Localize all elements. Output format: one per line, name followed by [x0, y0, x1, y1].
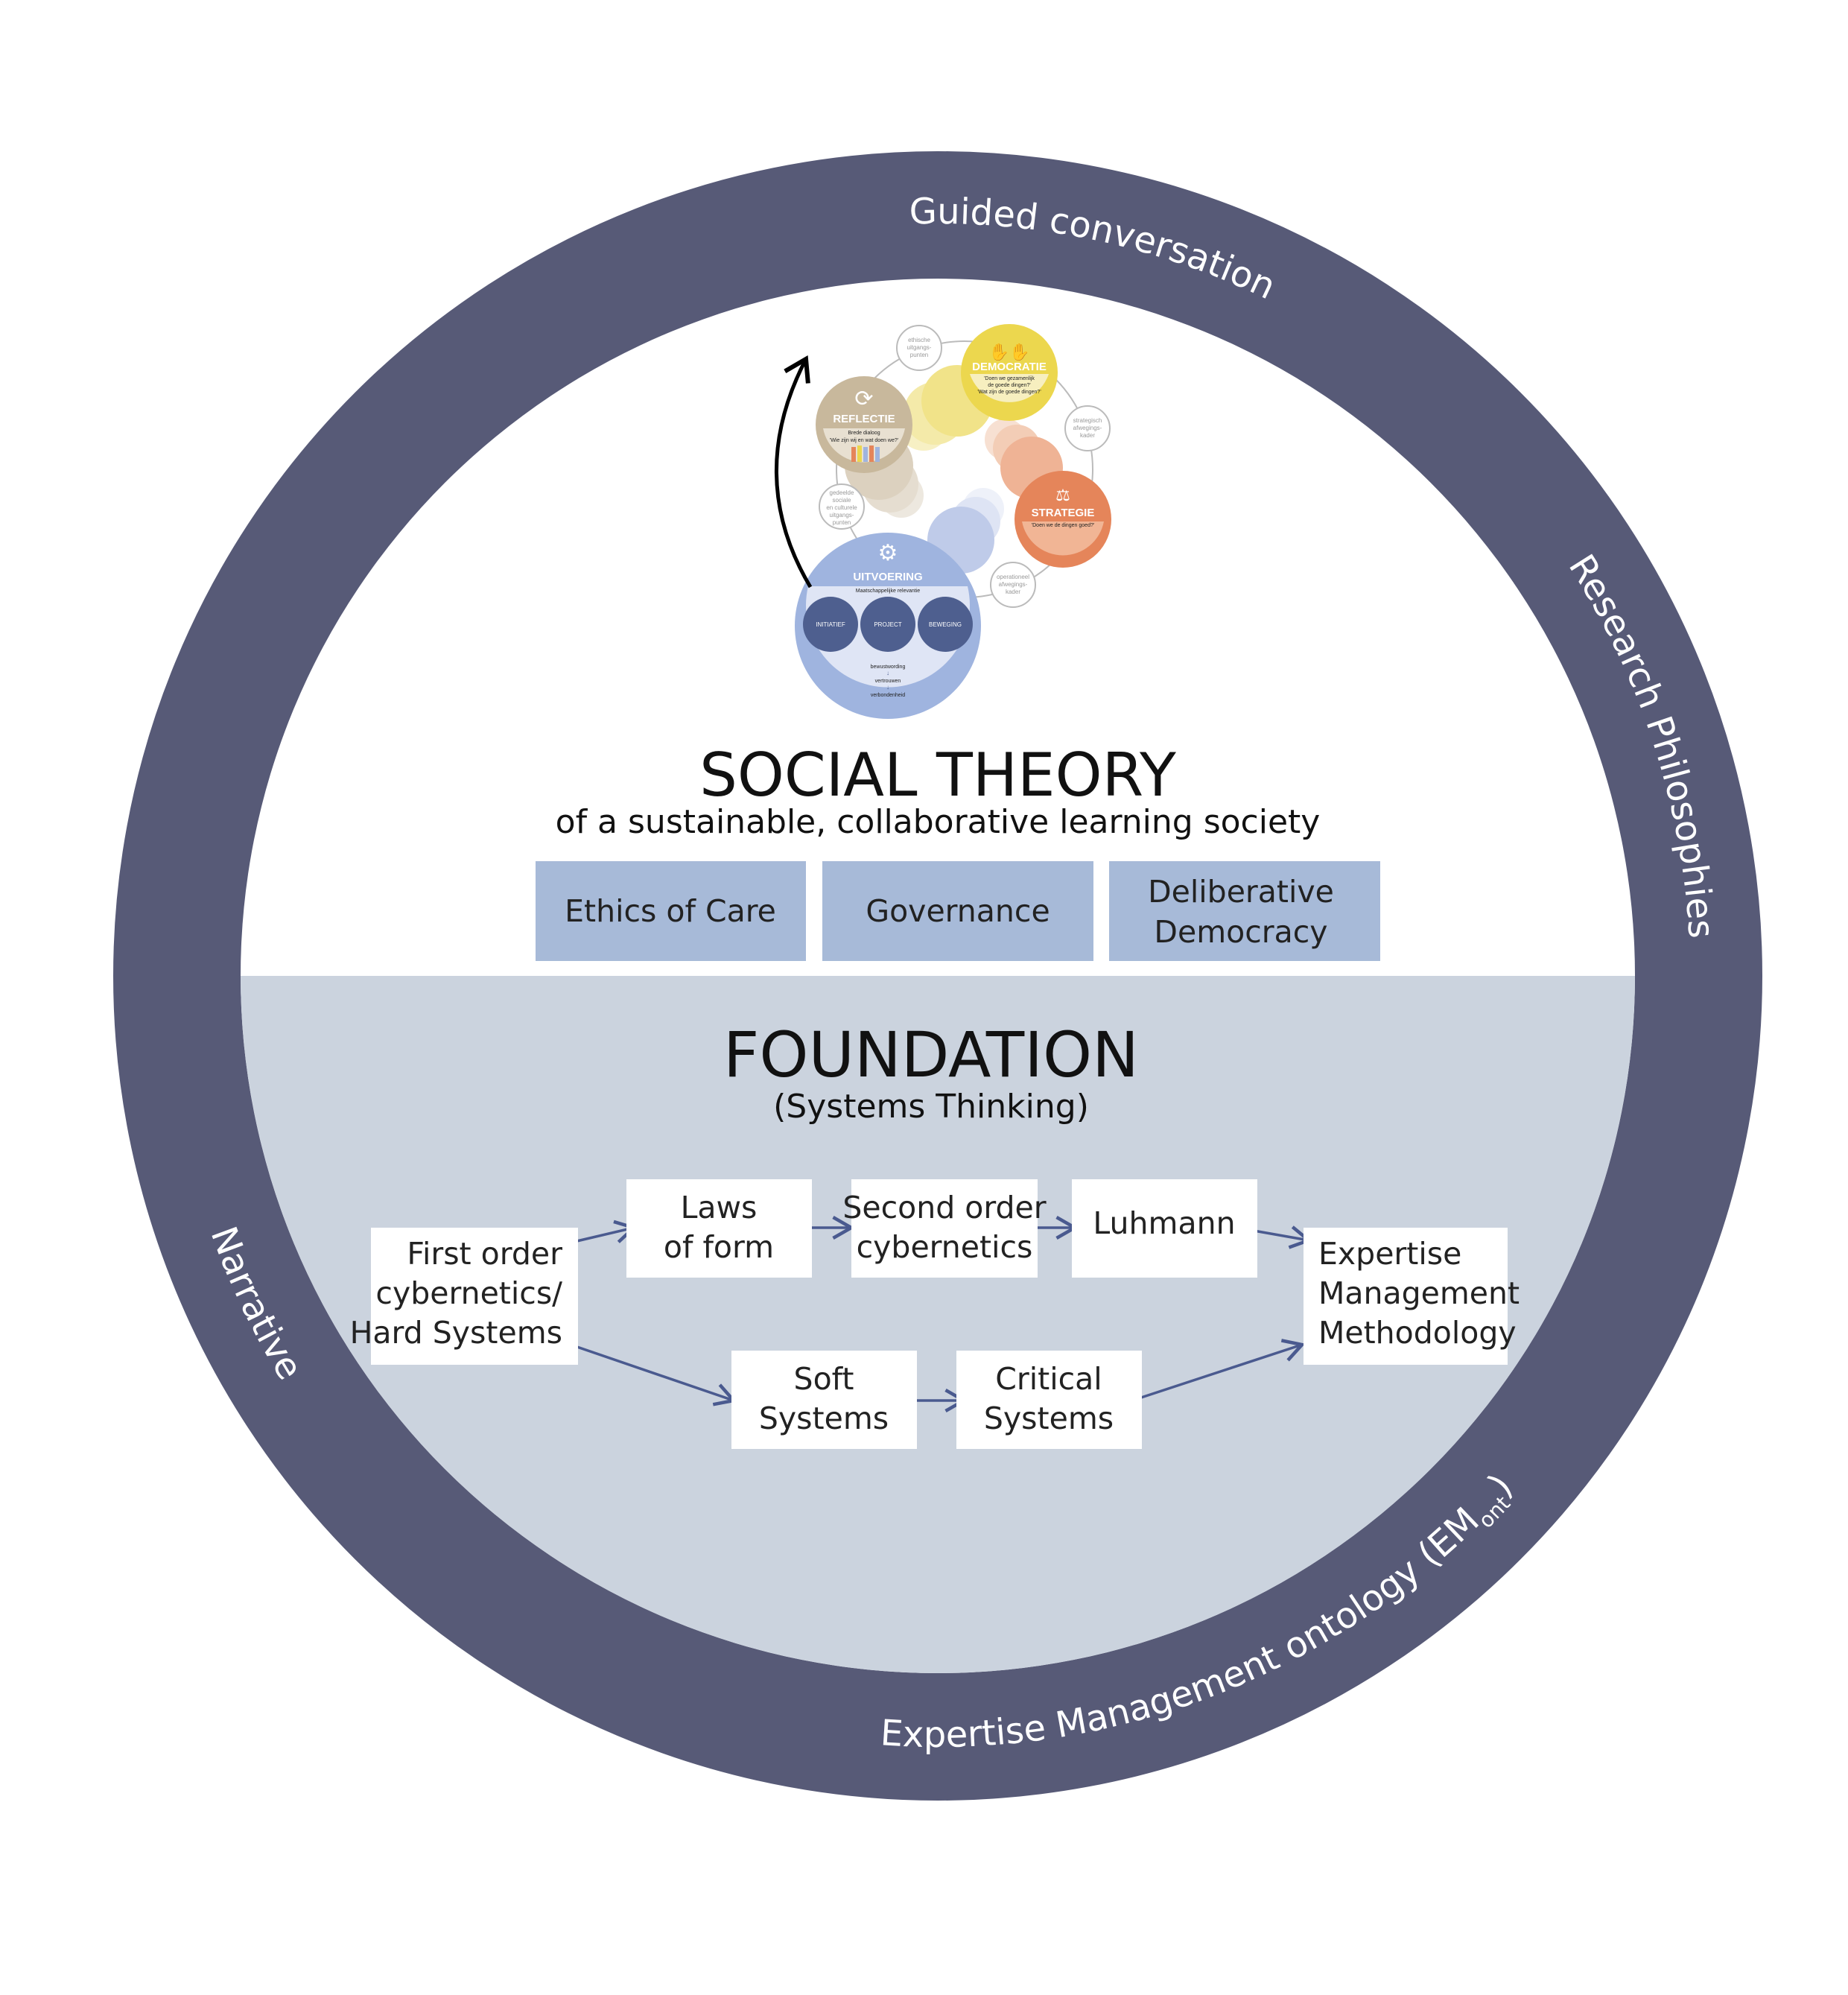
svg-text:'Doen we gezamenlijk: 'Doen we gezamenlijk: [984, 376, 1035, 381]
reflectie-circle: ⟳ REFLECTIE Brede dialoog 'Wie zijn wij …: [816, 376, 912, 473]
svg-text:afwegings-: afwegings-: [999, 581, 1028, 588]
svg-text:Second order: Second order: [842, 1190, 1046, 1225]
svg-text:kader: kader: [1080, 432, 1095, 439]
svg-text:Systems: Systems: [984, 1401, 1114, 1436]
svg-text:DEMOCRATIE: DEMOCRATIE: [972, 361, 1047, 373]
svg-text:sociale: sociale: [833, 497, 851, 504]
svg-text:verbondenheid: verbondenheid: [871, 693, 905, 698]
svg-text:Hard Systems: Hard Systems: [350, 1315, 562, 1351]
svg-text:PROJECT: PROJECT: [874, 621, 901, 628]
outer-ring: [113, 151, 1762, 1801]
group-initiatief: INITIATIEF: [803, 597, 858, 652]
theme-governance: Governance: [822, 861, 1093, 961]
svg-text:Systems: Systems: [759, 1401, 889, 1436]
node-second-order-cybernetics: Second order cybernetics: [842, 1179, 1047, 1278]
svg-text:Brede dialoog: Brede dialoog: [848, 431, 880, 436]
cycle-diagram: ethische uitgangs- punten strategisch af…: [774, 324, 1111, 719]
svg-text:Management: Management: [1318, 1275, 1520, 1311]
connector-strategisch: strategisch afwegings- kader: [1064, 405, 1111, 451]
svg-text:of form: of form: [664, 1229, 774, 1265]
svg-text:First order: First order: [407, 1236, 562, 1272]
group-project: PROJECT: [860, 597, 915, 652]
svg-text:cybernetics/: cybernetics/: [375, 1275, 562, 1311]
svg-text:de goede dingen?': de goede dingen?': [988, 383, 1030, 388]
connector-ethische: ethische uitgangs- punten: [896, 325, 942, 371]
theme-deliberative-democracy: Deliberative Democracy: [1109, 861, 1380, 961]
svg-text:INITIATIEF: INITIATIEF: [816, 621, 845, 628]
social-theory-title: SOCIAL THEORY: [699, 740, 1177, 810]
node-soft-systems: Soft Systems: [731, 1351, 917, 1449]
svg-text:kader: kader: [1006, 589, 1020, 595]
down-arrow-icon: ↓: [886, 684, 889, 691]
svg-text:strategisch: strategisch: [1073, 417, 1102, 424]
svg-text:uitgangs-: uitgangs-: [830, 512, 854, 518]
node-laws-of-form: Laws of form: [626, 1179, 812, 1278]
svg-text:Governance: Governance: [866, 893, 1050, 929]
svg-text:UITVOERING: UITVOERING: [853, 571, 922, 583]
node-critical-systems: Critical Systems: [956, 1351, 1142, 1449]
down-arrow-icon: ↓: [886, 670, 889, 676]
svg-text:STRATEGIE: STRATEGIE: [1032, 507, 1095, 519]
democratie-circle: ✋✋ DEMOCRATIE 'Doen we gezamenlijk de go…: [961, 324, 1058, 421]
raised-hands-icon: ✋✋: [989, 343, 1030, 361]
uitvoering-circle: ⚙ UITVOERING Maatschappelijke relevantie…: [795, 533, 981, 719]
cycle-arrow: [774, 355, 813, 589]
scales-icon: ⚖: [1055, 486, 1070, 504]
flow-arrows: [570, 1216, 1312, 1412]
svg-text:'Wat zijn de goede dingen?': 'Wat zijn de goede dingen?': [977, 390, 1041, 395]
connector-gedeelde: gedeelde sociale en culturele uitgangs- …: [819, 483, 865, 530]
gears-icon: ⚙: [878, 541, 898, 565]
svg-text:en culturele: en culturele: [826, 504, 857, 511]
node-expertise-management-methodology: Expertise Management Methodology: [1304, 1228, 1520, 1365]
svg-text:Expertise: Expertise: [1318, 1236, 1461, 1272]
svg-text:operationeel: operationeel: [997, 574, 1029, 580]
node-luhmann: Luhmann: [1072, 1179, 1257, 1278]
svg-text:Ethics of Care: Ethics of Care: [565, 893, 776, 929]
svg-text:Methodology: Methodology: [1318, 1315, 1517, 1351]
svg-text:Laws: Laws: [681, 1190, 758, 1225]
people-icon: [851, 445, 880, 462]
foundation-subtitle: (Systems Thinking): [773, 1088, 1089, 1126]
theme-ethics-of-care: Ethics of Care: [536, 861, 806, 961]
group-beweging: BEWEGING: [918, 597, 973, 652]
svg-text:vertrouwen: vertrouwen: [875, 679, 901, 684]
strategie-circle: ⚖ STRATEGIE 'Doen we de dingen goed?': [1015, 471, 1111, 568]
svg-text:'Doen we de dingen goed?': 'Doen we de dingen goed?': [1032, 523, 1094, 528]
connector-operationeel: operationeel afwegings- kader: [990, 562, 1036, 608]
svg-text:afwegings-: afwegings-: [1073, 425, 1102, 431]
svg-text:Deliberative: Deliberative: [1148, 874, 1334, 910]
svg-text:Soft: Soft: [794, 1361, 854, 1397]
refresh-icon: ⟳: [854, 387, 873, 411]
svg-text:Maatschappelijke relevantie: Maatschappelijke relevantie: [856, 589, 920, 594]
svg-text:Democracy: Democracy: [1154, 914, 1327, 950]
svg-text:uitgangs-: uitgangs-: [907, 344, 932, 351]
svg-text:'Wie zijn wij en wat doen we?': 'Wie zijn wij en wat doen we?': [830, 438, 898, 443]
svg-text:punten: punten: [833, 519, 851, 526]
svg-text:Luhmann: Luhmann: [1093, 1205, 1235, 1241]
svg-text:punten: punten: [910, 352, 928, 358]
svg-text:BEWEGING: BEWEGING: [929, 621, 962, 628]
foundation-title: FOUNDATION: [723, 1018, 1139, 1091]
svg-text:REFLECTIE: REFLECTIE: [833, 413, 895, 425]
svg-text:ethische: ethische: [908, 337, 930, 343]
svg-text:gedeelde: gedeelde: [830, 489, 854, 496]
svg-text:Critical: Critical: [995, 1361, 1102, 1397]
social-theory-subtitle: of a sustainable, collaborative learning…: [556, 803, 1321, 841]
svg-text:bewustwording: bewustwording: [871, 665, 906, 670]
node-first-order-cybernetics: First order cybernetics/ Hard Systems: [350, 1228, 578, 1365]
svg-text:cybernetics: cybernetics: [857, 1229, 1033, 1265]
